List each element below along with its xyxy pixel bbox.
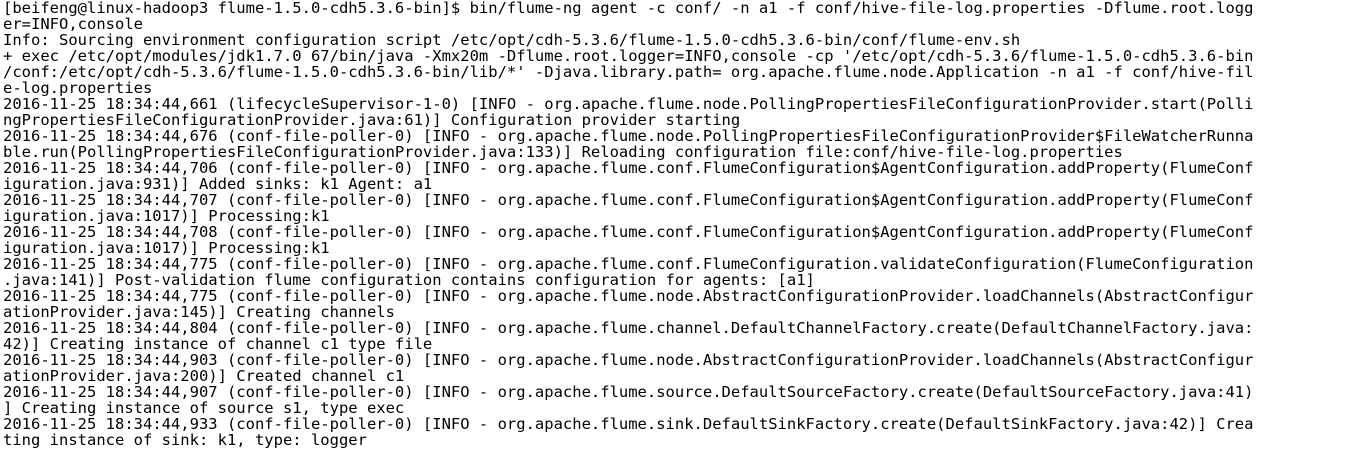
terminal-line: 2016-11-25 18:34:44,775 (conf-file-polle… [3, 256, 1254, 272]
terminal-line: ting instance of sink: k1, type: logger [3, 432, 367, 448]
terminal-line: 42)] Creating instance of channel c1 typ… [3, 336, 433, 352]
terminal-line: 2016-11-25 18:34:44,933 (conf-file-polle… [3, 416, 1254, 432]
terminal-line: /conf:/etc/opt/cdh-5.3.6/flume-1.5.0-cdh… [3, 64, 1254, 80]
terminal-line: 2016-11-25 18:34:44,676 (conf-file-polle… [3, 128, 1254, 144]
terminal-line: 2016-11-25 18:34:44,661 (lifecycleSuperv… [3, 96, 1254, 112]
terminal-line: ] Creating instance of source s1, type e… [3, 400, 405, 416]
terminal-line: ngPropertiesFileConfigurationProvider.ja… [3, 112, 741, 128]
terminal-line: 2016-11-25 18:34:44,708 (conf-file-polle… [3, 224, 1254, 240]
terminal-line: 2016-11-25 18:34:44,804 (conf-file-polle… [3, 320, 1254, 336]
terminal-line: Info: Sourcing environment configuration… [3, 32, 1021, 48]
terminal-line: ationProvider.java:145)] Creating channe… [3, 304, 395, 320]
terminal-line: .java:141)] Post-validation flume config… [3, 272, 815, 288]
terminal-line: iguration.java:931)] Added sinks: k1 Age… [3, 176, 433, 192]
terminal-line: iguration.java:1017)] Processing:k1 [3, 208, 330, 224]
terminal-line: 2016-11-25 18:34:44,707 (conf-file-polle… [3, 192, 1254, 208]
terminal-line: ble.run(PollingPropertiesFileConfigurati… [3, 144, 1123, 160]
terminal-line: 2016-11-25 18:34:44,706 (conf-file-polle… [3, 160, 1254, 176]
terminal-line: 2016-11-25 18:34:44,907 (conf-file-polle… [3, 384, 1254, 400]
terminal-line: + exec /etc/opt/modules/jdk1.7.0_67/bin/… [3, 48, 1254, 64]
terminal-line: 2016-11-25 18:34:44,903 (conf-file-polle… [3, 352, 1254, 368]
terminal-line: 2016-11-25 18:34:44,775 (conf-file-polle… [3, 288, 1254, 304]
terminal-line: er=INFO,console [3, 16, 143, 32]
terminal-line: ationProvider.java:200)] Created channel… [3, 368, 405, 384]
terminal-line: e-log.properties [3, 80, 153, 96]
terminal-line: iguration.java:1017)] Processing:k1 [3, 240, 330, 256]
terminal-line: [beifeng@linux-hadoop3 flume-1.5.0-cdh5.… [3, 0, 1254, 16]
